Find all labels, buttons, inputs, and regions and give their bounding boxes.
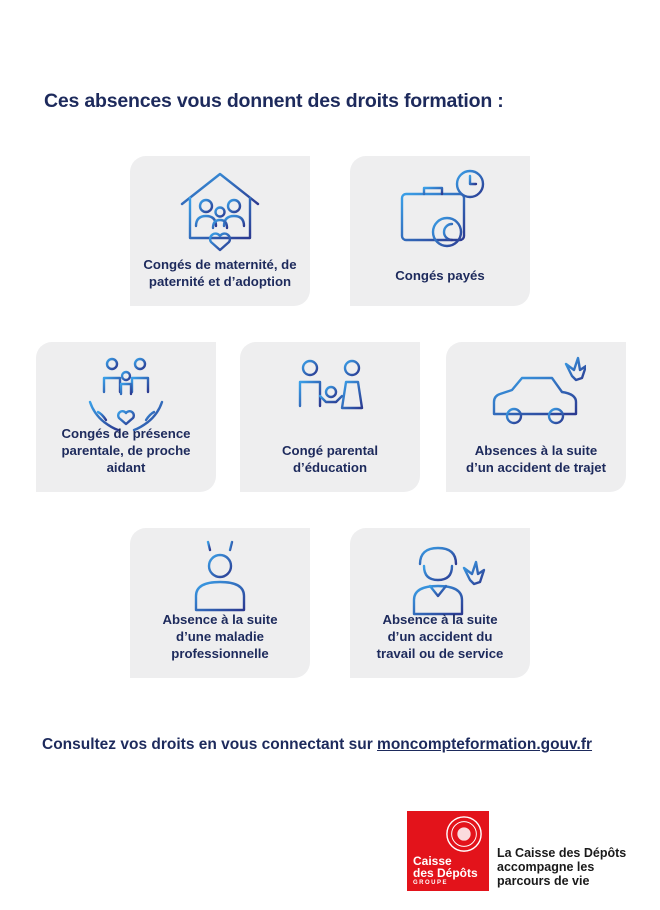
seal-icon [446, 816, 482, 852]
family-hands-heart-icon [76, 350, 176, 440]
card-occupational-disease: Absence à la suite d’une maladie profess… [130, 528, 310, 678]
card-parental-presence: Congés de présence parentale, de proche … [36, 342, 216, 492]
card-label: Congé parental d’éducation [282, 443, 378, 475]
card-label: Absence à la suite d’un accident du trav… [376, 612, 504, 661]
page-title: Ces absences vous donnent des droits for… [44, 90, 504, 112]
card-maternity-leave: Congés de maternité, de paternité et d’a… [130, 156, 310, 306]
sick-person-icon [170, 536, 270, 626]
briefcase-euro-clock-icon [390, 164, 490, 254]
card-parental-leave: Congé parental d’éducation [240, 342, 420, 492]
logo-line-2: des Dépôts [413, 866, 478, 880]
car-crash-icon [486, 350, 586, 440]
card-label: Congés payés [395, 268, 485, 283]
card-label: Congés de présence parentale, de proche … [61, 426, 191, 475]
caisse-des-depots-logo: Caisse des Dépôts GROUPE [407, 811, 489, 891]
logo-line-3: GROUPE [413, 880, 449, 886]
card-work-accident: Absence à la suite d’un accident du trav… [350, 528, 530, 678]
card-commute-accident: Absences à la suite d’un accident de tra… [446, 342, 626, 492]
footer-text: Consultez vos droits en vous connectant … [42, 736, 592, 754]
card-label: Congés de maternité, de paternité et d’a… [143, 257, 297, 289]
card-label: Absences à la suite d’un accident de tra… [466, 443, 606, 475]
parents-child-icon [280, 350, 380, 440]
family-house-icon [170, 164, 270, 254]
tagline: La Caisse des Dépôts accompagne les parc… [497, 846, 627, 888]
footer-prefix: Consultez vos droits en vous connectant … [42, 736, 378, 753]
logo-line-1: Caisse [413, 854, 452, 868]
card-paid-leave: Congés payés [350, 156, 530, 306]
worker-helmet-icon [390, 536, 490, 626]
moncompteformation-link[interactable]: moncompteformation.gouv.fr [377, 736, 593, 753]
card-label: Absence à la suite d’une maladie profess… [162, 612, 278, 661]
